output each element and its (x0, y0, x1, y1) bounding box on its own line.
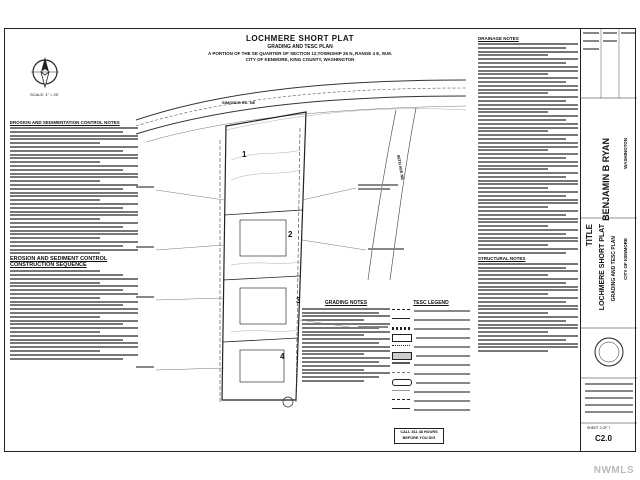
sheet-of-label: SHEET 2 OF 7 (587, 426, 611, 430)
drainage-notes-heading: DRAINAGE NOTES (478, 36, 519, 41)
location-line-1: A PORTION OF THE SE QUARTER OF SECTION 1… (208, 51, 392, 56)
sheet-number: C2.0 (595, 434, 612, 443)
grading-notes: GRADING NOTES (302, 300, 390, 384)
drainage-notes-body (478, 43, 578, 254)
project-title: LOCHMERE SHORT PLAT (245, 34, 354, 43)
title-block-grid (581, 28, 637, 424)
plan-subtitle: GRADING AND TESC PLAN (267, 44, 333, 50)
sheet-header: LOCHMERE SHORT PLAT GRADING AND TESC PLA… (160, 34, 440, 62)
lot-label-3: 3 (296, 296, 301, 305)
erosion-notes-body (10, 127, 138, 255)
call-line-1: CALL 811 48 HOURS (400, 430, 438, 434)
erosion-notes-heading: EROSION AND SEDIMENTATION CONTROL NOTES (10, 120, 120, 125)
sheet-subtitle: GRADING AND TESC PLAN (611, 236, 617, 302)
construction-sequence-body (10, 270, 138, 360)
watermark: NWMLS (593, 465, 634, 476)
title-block: BENJAMIN B RYAN TITLE LOCHMERE SHORT PLA… (580, 28, 637, 452)
lot-label-2: 2 (288, 230, 293, 239)
sheet-title: LOCHMERE SHORT PLAT (599, 224, 606, 311)
north-arrow-icon (31, 57, 59, 89)
right-notes-column: DRAINAGE NOTES STRUCTURAL NOTES (478, 34, 578, 442)
site-plan-drawing (136, 79, 467, 408)
firm-name: BENJAMIN B RYAN (601, 138, 611, 221)
grading-notes-heading: GRADING NOTES (324, 300, 368, 306)
drawing-sheet-border (4, 28, 636, 452)
title-label: TITLE (585, 224, 594, 247)
tesc-legend-heading: TESC LEGEND (413, 300, 449, 306)
structural-notes-body (478, 262, 578, 353)
call-line-2: BEFORE YOU DIG (402, 436, 436, 440)
state-name: WASHINGTON (623, 138, 628, 169)
tesc-legend: TESC LEGEND (392, 300, 470, 414)
construction-sequence-heading: EROSION AND SEDIMENT CONTROL CONSTRUCTIO… (10, 256, 108, 269)
lot-label-1: 1 (242, 150, 247, 159)
left-notes-column: EROSION AND SEDIMENTATION CONTROL NOTES … (10, 118, 138, 448)
lot-label-4: 4 (280, 352, 285, 361)
road-name-label: SIMONDS RD. NE (222, 100, 256, 105)
location-line-2: CITY OF KENMORE, KING COUNTY, WASHINGTON (245, 57, 355, 62)
scale-label: SCALE: 1" = 20' (30, 92, 59, 97)
city-name: CITY OF KENMORE (623, 238, 628, 280)
call-before-you-dig-box: CALL 811 48 HOURS BEFORE YOU DIG (394, 428, 444, 444)
structural-notes-heading: STRUCTURAL NOTES (478, 255, 526, 261)
